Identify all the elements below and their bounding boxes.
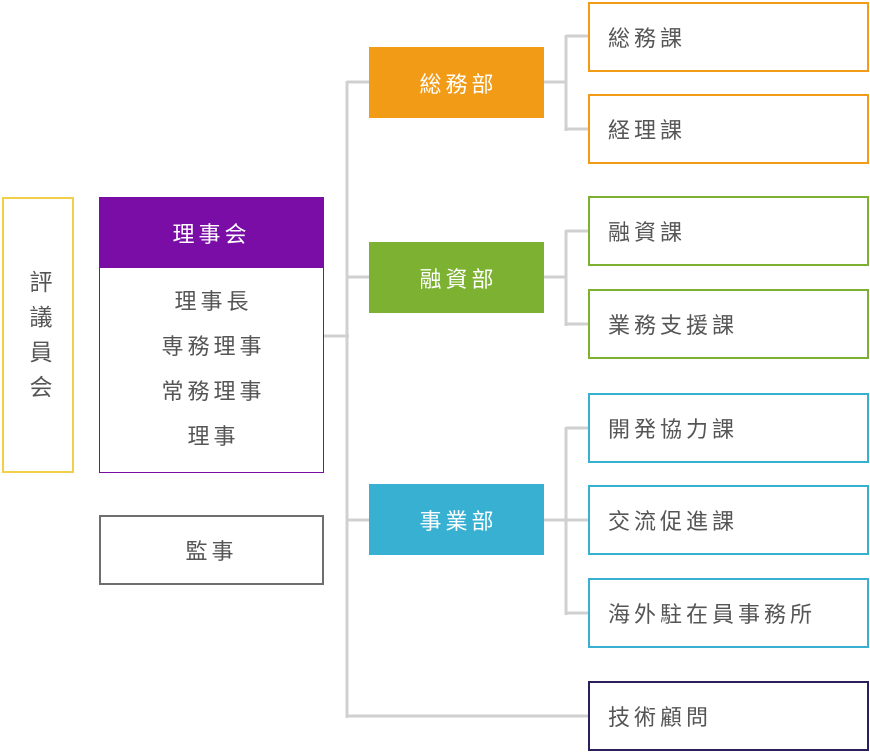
section-box: 経理課	[588, 94, 869, 164]
board-header: 理事会	[99, 197, 324, 268]
section-box: 総務課	[588, 2, 869, 72]
advisor-label: 技術顧問	[608, 706, 713, 731]
department-finance: 融資部	[369, 242, 544, 313]
section-label: 海外駐在員事務所	[608, 603, 817, 628]
connector-group	[324, 34, 588, 718]
department-operations: 事業部	[369, 484, 544, 555]
board-member: 専務理事	[161, 335, 266, 360]
section-label: 融資課	[608, 221, 687, 246]
department-label: 事業部	[419, 509, 498, 535]
section-box: 融資課	[588, 196, 869, 266]
department-general-affairs: 総務部	[369, 47, 544, 118]
section-box: 交流促進課	[588, 485, 869, 555]
board-title: 理事会	[172, 222, 251, 248]
board-member: 常務理事	[161, 380, 266, 405]
section-label: 業務支援課	[608, 314, 739, 339]
advisor-box: 技術顧問	[588, 681, 869, 751]
section-box: 開発協力課	[588, 393, 869, 463]
council-box: 評議員会	[2, 197, 74, 473]
section-box: 海外駐在員事務所	[588, 578, 869, 648]
board-members-box: 理事長 専務理事 常務理事 理事	[99, 268, 324, 473]
section-box: 業務支援課	[588, 289, 869, 359]
section-label: 総務課	[608, 27, 687, 52]
section-label: 開発協力課	[608, 418, 739, 443]
council-label: 評議員会	[25, 270, 51, 410]
auditor-label: 監事	[185, 540, 238, 565]
section-label: 交流促進課	[608, 510, 739, 535]
section-label: 経理課	[608, 119, 687, 144]
board-member: 理事	[187, 425, 240, 450]
department-label: 総務部	[419, 72, 498, 98]
auditor-box: 監事	[99, 515, 324, 585]
department-label: 融資部	[419, 267, 498, 293]
board-member: 理事長	[174, 290, 253, 315]
